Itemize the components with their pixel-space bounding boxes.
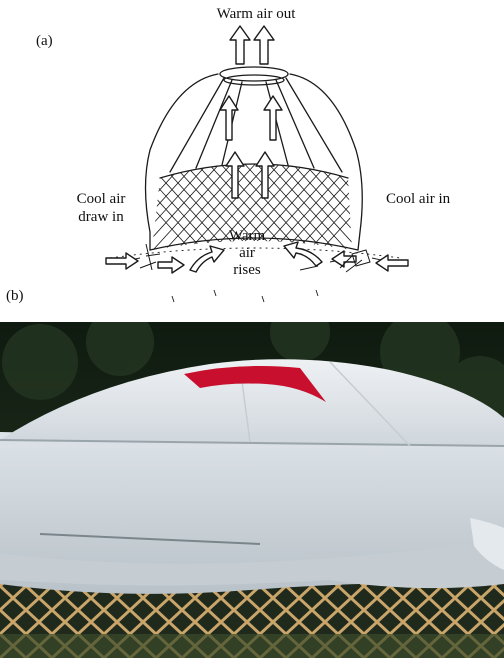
warm-air-rises-label: Warm air rises <box>222 228 272 279</box>
rising-arrow-3 <box>226 152 244 198</box>
warm-air-out-arrow-right <box>254 26 274 64</box>
yurt-cover-outline <box>146 74 219 250</box>
cool-air-draw-in-line-1: Cool air <box>62 190 140 208</box>
cool-air-draw-in-label: Cool air draw in <box>62 190 140 226</box>
warm-air-out-label: Warm air out <box>186 5 326 23</box>
cool-air-in-arrow-right-1 <box>376 255 408 271</box>
warm-rise-arrow-right <box>284 242 322 266</box>
cool-air-in-label: Cool air in <box>386 190 450 208</box>
crown-ring <box>220 67 288 81</box>
cool-air-in-arrow-left-2 <box>158 257 184 273</box>
warm-air-rises-line-2: air <box>222 245 272 262</box>
warm-air-rises-line-3: rises <box>222 262 272 279</box>
yurt-photo <box>0 322 504 658</box>
warm-air-out-arrow-left <box>230 26 250 64</box>
cool-air-in-arrow-left-1 <box>106 253 138 269</box>
rising-arrow-4 <box>256 152 274 198</box>
cool-air-draw-in-line-2: draw in <box>62 208 140 226</box>
warm-air-rises-line-1: Warm <box>222 228 272 245</box>
